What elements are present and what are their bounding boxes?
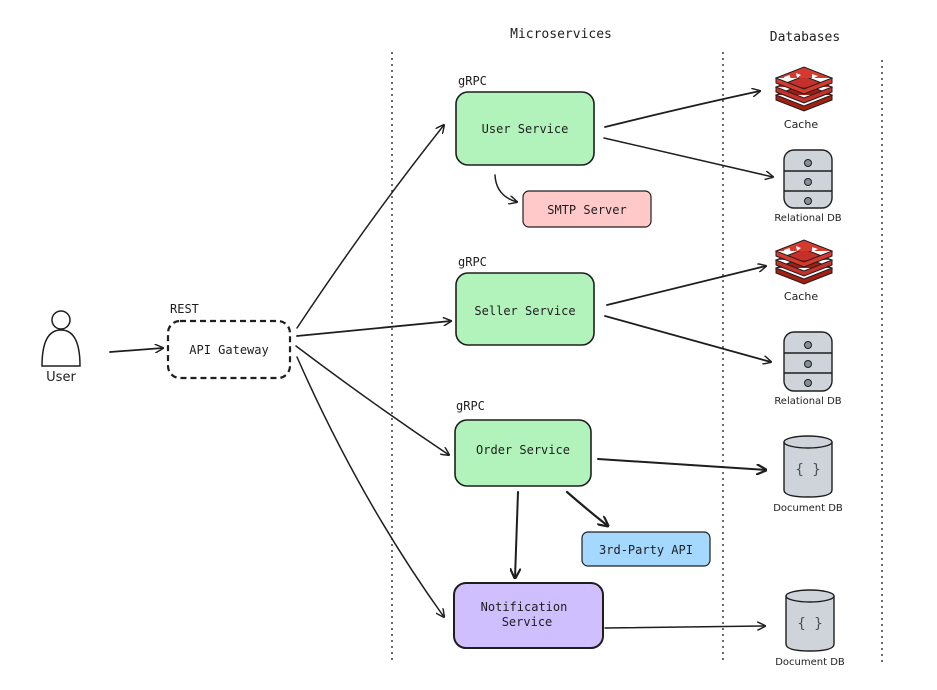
redis-cache-icon bbox=[774, 66, 834, 112]
arrow-order-service-to-notification bbox=[515, 491, 518, 578]
order-document-db-label: Document DB bbox=[773, 503, 843, 514]
document-db-glyph: { } bbox=[797, 616, 822, 632]
arrow-seller-service-to-db bbox=[604, 315, 771, 362]
seller-relational-db-label: Relational DB bbox=[774, 396, 841, 407]
arrow-gateway-to-user-service bbox=[296, 125, 444, 329]
order-service: gRPC Order Service bbox=[454, 399, 592, 487]
document-db-glyph: { } bbox=[795, 462, 820, 478]
user-actor: User bbox=[41, 310, 81, 385]
seller-cache: Cache bbox=[774, 239, 834, 303]
api-gateway: REST API Gateway bbox=[166, 302, 292, 380]
third-party-api-box bbox=[581, 531, 711, 567]
user-cache-label: Cache bbox=[784, 118, 818, 131]
order-service-protocol: gRPC bbox=[456, 399, 485, 413]
arrow-notification-to-document-db bbox=[604, 626, 765, 628]
user-service: gRPC User Service bbox=[455, 74, 595, 166]
databases-header: Databases bbox=[770, 30, 840, 45]
arrow-order-service-to-third-party bbox=[565, 490, 608, 526]
arrow-gateway-to-order-service bbox=[295, 345, 449, 455]
order-service-label: Order Service bbox=[476, 443, 570, 457]
document-db-icon: { } bbox=[785, 589, 835, 652]
relational-db-icon bbox=[783, 331, 833, 392]
arrow-seller-service-to-cache bbox=[606, 266, 766, 306]
arrow-user-service-to-smtp bbox=[494, 174, 517, 202]
arrow-order-service-to-document-db bbox=[597, 458, 766, 470]
api-gateway-label: API Gateway bbox=[189, 343, 268, 357]
arrow-gateway-to-notification-service bbox=[296, 356, 444, 617]
notification-document-db: { } Document DB bbox=[775, 589, 845, 668]
smtp-server-label: SMTP Server bbox=[547, 203, 626, 217]
order-document-db: { } Document DB bbox=[773, 435, 843, 514]
smtp-server-box bbox=[522, 190, 652, 228]
gateway-protocol-label: REST bbox=[170, 302, 199, 316]
third-party-api: 3rd-Party API bbox=[581, 531, 711, 567]
connectors bbox=[109, 91, 773, 628]
notification-service-label-line1: Notification bbox=[481, 600, 568, 614]
user-relational-db-label: Relational DB bbox=[774, 213, 841, 224]
notification-service: Notification Service bbox=[453, 582, 604, 649]
microservices-header: Microservices bbox=[510, 27, 612, 42]
order-service-box bbox=[454, 419, 592, 487]
user-relational-db: Relational DB bbox=[774, 149, 842, 224]
seller-cache-label: Cache bbox=[784, 290, 818, 303]
user-cache: Cache bbox=[774, 66, 834, 131]
smtp-server: SMTP Server bbox=[522, 190, 652, 228]
third-party-api-label: 3rd-Party API bbox=[599, 543, 693, 557]
arrow-user-to-gateway bbox=[109, 348, 163, 352]
notification-service-box bbox=[453, 582, 604, 649]
user-service-label: User Service bbox=[482, 122, 569, 136]
arrow-user-service-to-cache bbox=[604, 91, 760, 128]
api-gateway-box bbox=[166, 319, 292, 380]
user-service-box bbox=[455, 91, 595, 166]
notification-document-db-label: Document DB bbox=[775, 657, 845, 668]
arrow-user-service-to-db bbox=[603, 137, 773, 177]
seller-relational-db: Relational DB bbox=[774, 331, 842, 407]
seller-service-box bbox=[455, 272, 595, 346]
seller-service-protocol: gRPC bbox=[458, 255, 487, 269]
user-label: User bbox=[46, 370, 76, 385]
relational-db-icon bbox=[783, 149, 833, 209]
seller-service: gRPC Seller Service bbox=[455, 255, 595, 346]
seller-service-label: Seller Service bbox=[474, 304, 575, 318]
redis-cache-icon bbox=[774, 239, 834, 285]
document-db-icon: { } bbox=[783, 435, 833, 498]
user-service-protocol: gRPC bbox=[458, 74, 487, 88]
notification-service-label-line2: Service bbox=[502, 615, 553, 629]
arrow-gateway-to-seller-service bbox=[296, 321, 451, 337]
user-icon bbox=[41, 310, 81, 367]
